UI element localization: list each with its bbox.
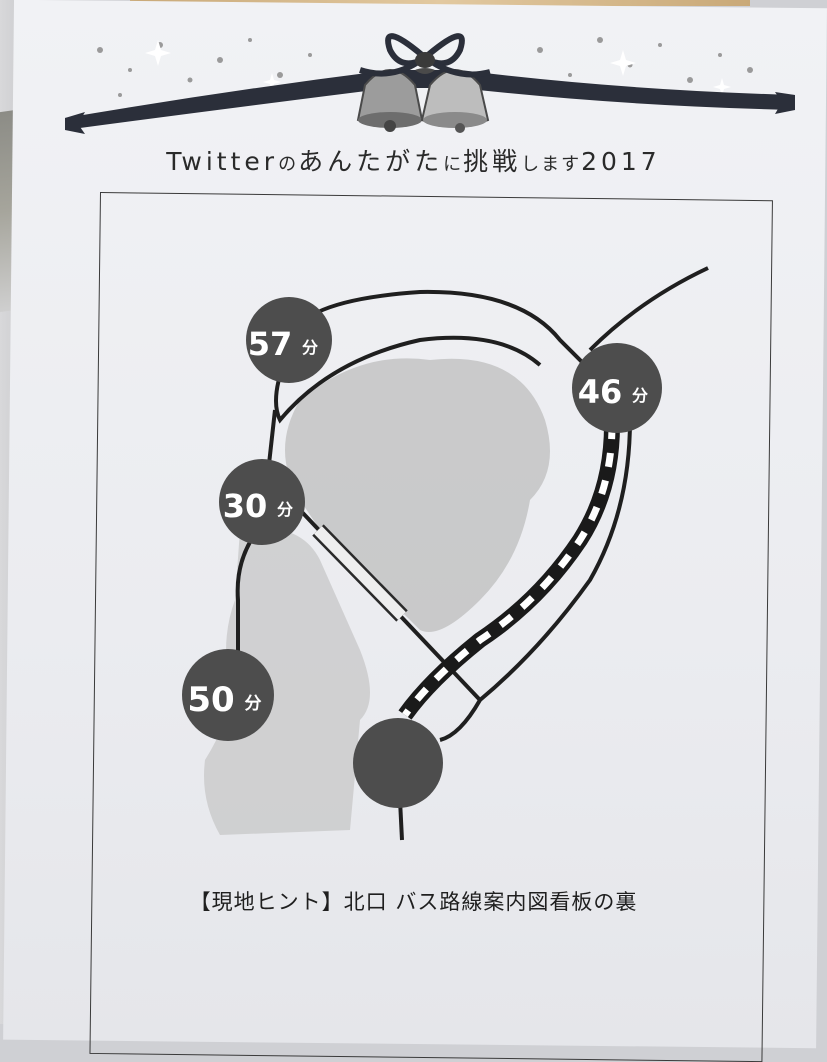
station-57: 57 分 <box>246 297 332 383</box>
station-50: 50 分 <box>182 649 274 741</box>
station-30-unit: 分 <box>277 500 293 519</box>
christmas-header-art <box>65 33 795 134</box>
desk-top-strip <box>130 0 750 6</box>
ribbon <box>65 70 795 130</box>
title-twitter: Twitter <box>166 147 279 176</box>
title-no: の <box>278 154 299 175</box>
land-area <box>285 358 550 632</box>
station-46: 46 分 <box>572 343 662 433</box>
station-north-exit <box>353 718 443 808</box>
station-50-unit: 分 <box>245 694 262 714</box>
bow-icon <box>359 33 491 78</box>
hint-caption: 【現地ヒント】北口 バス路線案内図看板の裏 <box>189 890 638 914</box>
title-year: 2017 <box>581 147 661 176</box>
station-46-unit: 分 <box>632 386 648 405</box>
title-antagata: あんたがた <box>298 147 444 176</box>
page-title: Twitterのあんたがたに挑戦します2017 <box>0 142 827 178</box>
title-chosen: 挑戦 <box>463 147 522 176</box>
bells-icon <box>356 69 490 133</box>
holly-icon <box>415 52 435 74</box>
station-30: 30 分 <box>219 459 305 545</box>
bus-route-map: 57 分 46 分 30 分 50 分 <box>182 266 709 841</box>
title-ni: に <box>443 154 464 175</box>
title-shimasu: します <box>521 154 582 175</box>
station-46-num: 46 <box>578 373 623 411</box>
sparkle-icon <box>145 40 731 96</box>
station-30-num: 30 <box>223 487 268 525</box>
station-57-unit: 分 <box>302 338 318 357</box>
land-area-lower <box>204 528 370 835</box>
station-50-num: 50 <box>187 680 234 720</box>
station-57-num: 57 <box>248 325 293 363</box>
